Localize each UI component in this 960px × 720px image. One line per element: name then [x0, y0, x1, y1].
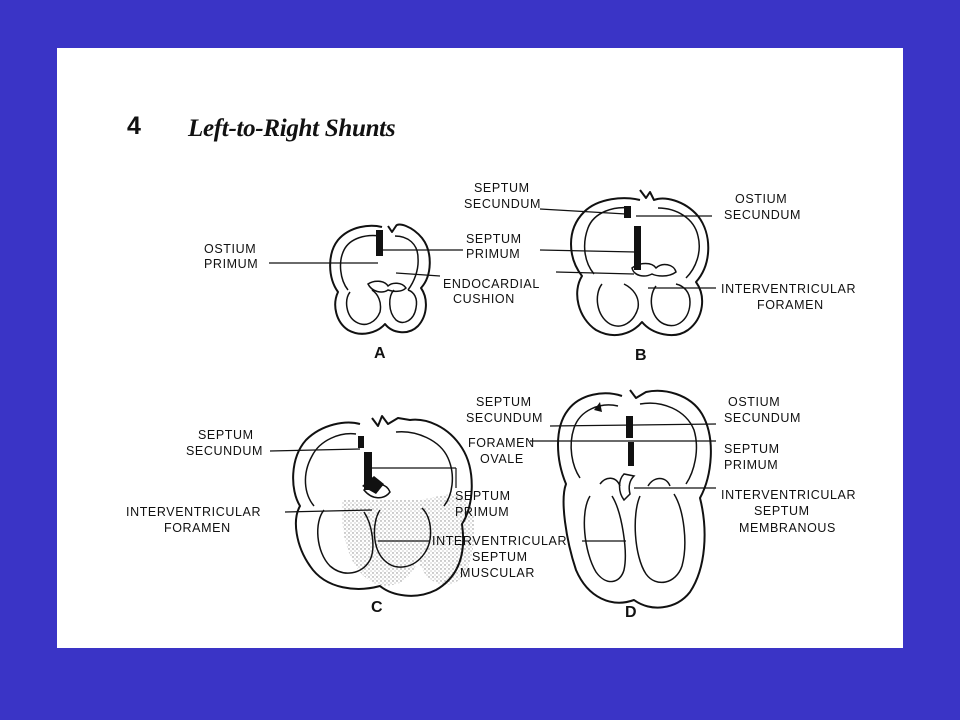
svg-text:MEMBRANOUS: MEMBRANOUS — [739, 521, 836, 535]
svg-text:SECUNDUM: SECUNDUM — [464, 197, 541, 211]
svg-text:FORAMEN: FORAMEN — [164, 521, 231, 535]
svg-text:INTERVENTRICULAR: INTERVENTRICULAR — [432, 534, 567, 548]
label-b-ostium-secundum: OSTIUM SECUNDUM — [724, 192, 801, 222]
svg-text:PRIMUM: PRIMUM — [455, 505, 509, 519]
label-b-septum-secundum: SEPTUM SECUNDUM — [464, 181, 541, 211]
chapter-number: 4 — [127, 112, 141, 140]
label-c-septum-primum: SEPTUM PRIMUM — [455, 489, 511, 519]
svg-text:FORAMEN: FORAMEN — [468, 436, 535, 450]
svg-text:INTERVENTRICULAR: INTERVENTRICULAR — [721, 282, 856, 296]
svg-text:SEPTUM: SEPTUM — [724, 442, 780, 456]
label-a-ostium-primum: OSTIUM PRIMUM — [204, 242, 258, 271]
slide-background — [57, 48, 903, 648]
svg-text:SEPTUM: SEPTUM — [198, 428, 254, 442]
panel-label-b: B — [635, 347, 647, 364]
label-ab-endocardial-cushion: ENDOCARDIAL CUSHION — [443, 277, 540, 306]
label-b-interventricular-foramen: INTERVENTRICULAR FORAMEN — [721, 282, 856, 312]
label-d-septum-secundum: SEPTUM SECUNDUM — [466, 395, 543, 425]
panel-label-c: C — [371, 599, 383, 616]
svg-text:INTERVENTRICULAR: INTERVENTRICULAR — [721, 488, 856, 502]
svg-text:SEPTUM: SEPTUM — [754, 504, 810, 518]
svg-text:SEPTUM: SEPTUM — [455, 489, 511, 503]
label-d-ostium-secundum: OSTIUM SECUNDUM — [724, 395, 801, 425]
svg-text:SECUNDUM: SECUNDUM — [186, 444, 263, 458]
svg-text:SEPTUM: SEPTUM — [474, 181, 530, 195]
panel-b-heart — [570, 189, 710, 337]
svg-text:SECUNDUM: SECUNDUM — [724, 411, 801, 425]
svg-text:INTERVENTRICULAR: INTERVENTRICULAR — [126, 505, 261, 519]
svg-text:SECUNDUM: SECUNDUM — [724, 208, 801, 222]
svg-text:ENDOCARDIAL: ENDOCARDIAL — [443, 277, 540, 291]
svg-text:OSTIUM: OSTIUM — [735, 192, 787, 206]
panel-d-heart — [557, 389, 712, 609]
svg-text:SEPTUM: SEPTUM — [472, 550, 528, 564]
svg-text:MUSCULAR: MUSCULAR — [460, 566, 535, 580]
svg-text:OSTIUM: OSTIUM — [204, 242, 256, 256]
panel-label-a: A — [374, 345, 386, 362]
label-ab-septum-primum: SEPTUM PRIMUM — [466, 232, 522, 261]
panel-label-d: D — [625, 604, 637, 621]
svg-text:OSTIUM: OSTIUM — [728, 395, 780, 409]
chapter-title: Left-to-Right Shunts — [188, 115, 396, 142]
svg-text:SECUNDUM: SECUNDUM — [466, 411, 543, 425]
label-d-foramen-ovale: FORAMEN OVALE — [468, 436, 535, 466]
svg-text:SEPTUM: SEPTUM — [476, 395, 532, 409]
svg-text:PRIMUM: PRIMUM — [724, 458, 778, 472]
svg-text:PRIMUM: PRIMUM — [204, 257, 258, 271]
svg-text:OVALE: OVALE — [480, 452, 524, 466]
panel-a-heart — [329, 223, 431, 335]
label-d-septum-primum: SEPTUM PRIMUM — [724, 442, 780, 472]
label-c-interventricular-foramen: INTERVENTRICULAR FORAMEN — [126, 505, 261, 535]
label-cd-interventricular-septum-muscular: INTERVENTRICULAR SEPTUM MUSCULAR — [432, 534, 567, 580]
svg-text:PRIMUM: PRIMUM — [466, 247, 520, 261]
svg-text:FORAMEN: FORAMEN — [757, 298, 824, 312]
label-d-interventricular-septum-membranous: INTERVENTRICULAR SEPTUM MEMBRANOUS — [721, 488, 856, 535]
svg-text:CUSHION: CUSHION — [453, 292, 515, 306]
label-c-septum-secundum: SEPTUM SECUNDUM — [186, 428, 263, 458]
svg-text:SEPTUM: SEPTUM — [466, 232, 522, 246]
panel-c-heart — [292, 415, 475, 597]
